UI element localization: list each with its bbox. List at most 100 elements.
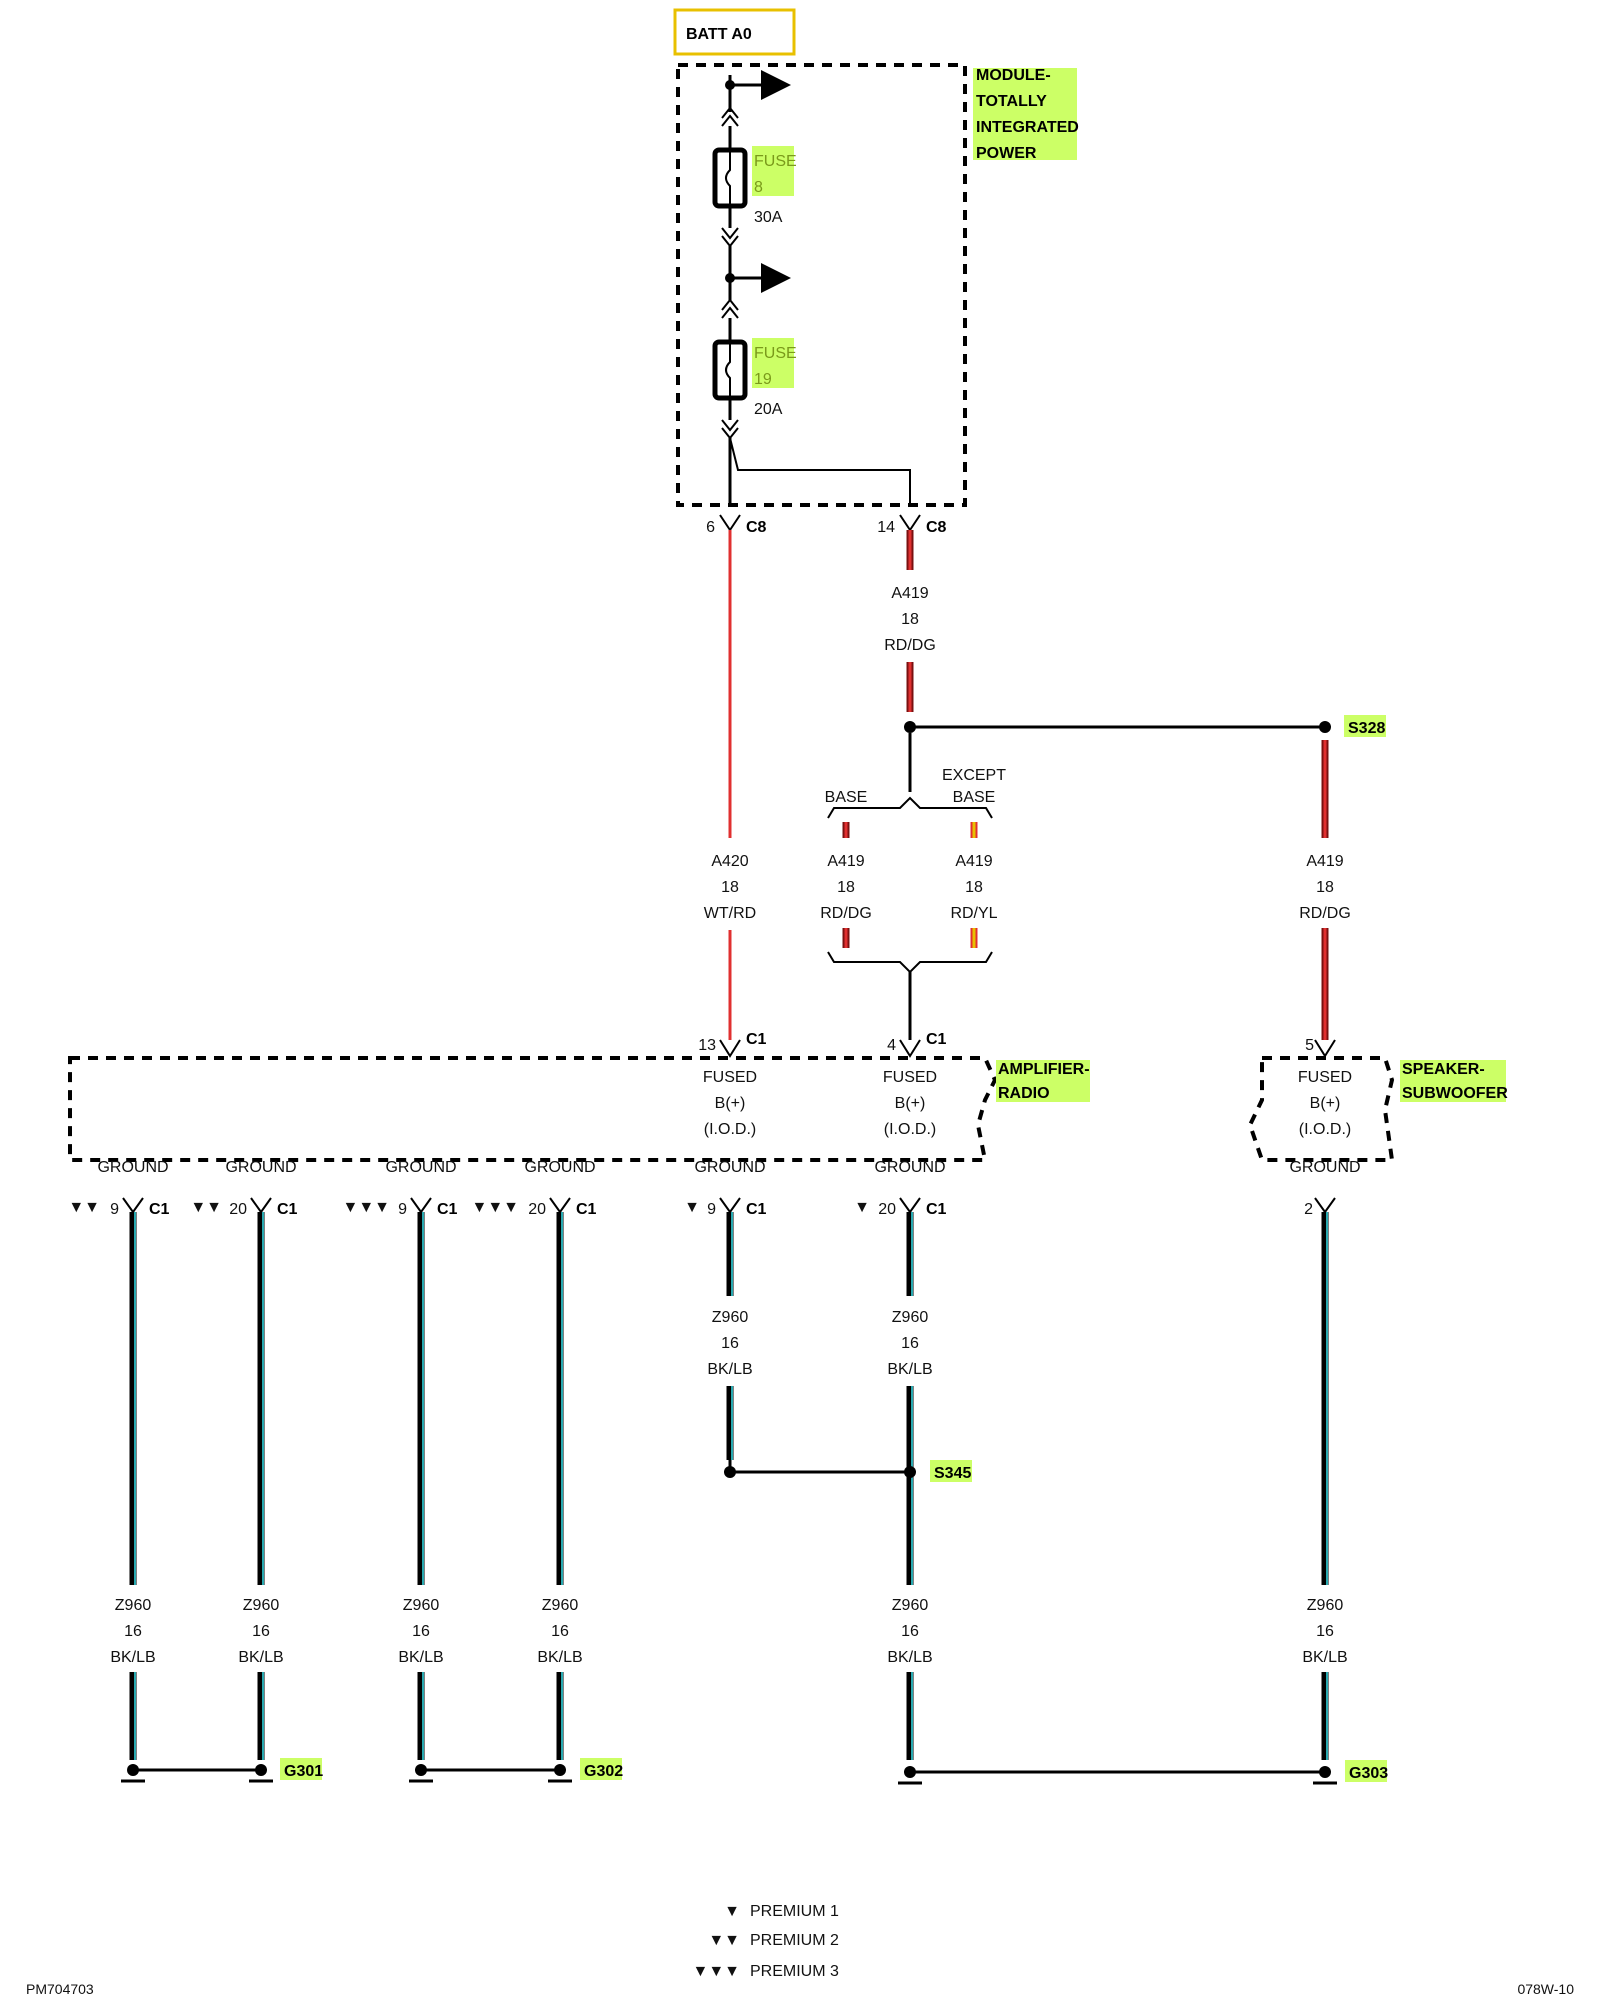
svg-text:16: 16: [1316, 1623, 1334, 1640]
fuse-8-icon: [712, 147, 748, 209]
svg-text:AMPLIFIER-: AMPLIFIER-: [998, 1061, 1090, 1078]
amplifier-radio-label: AMPLIFIER- RADIO: [996, 1060, 1090, 1102]
speaker-ground-label: GROUND: [1289, 1159, 1360, 1176]
fuse-8-label: FUSE 8 30A: [752, 146, 797, 226]
svg-text:8: 8: [754, 179, 763, 196]
ground-wires: [129, 1212, 1329, 1760]
svg-text:▼▼▼: ▼▼▼: [342, 1199, 390, 1216]
svg-text:18: 18: [965, 879, 983, 896]
svg-text:S328: S328: [1348, 720, 1385, 737]
svg-text:9: 9: [398, 1201, 407, 1218]
svg-text:2: 2: [1304, 1201, 1313, 1218]
legend-marks-3: ▼▼▼: [692, 1963, 740, 1980]
ground-icon: [415, 1764, 427, 1776]
svg-text:16: 16: [551, 1623, 569, 1640]
ground-label-1: GROUND: [97, 1159, 168, 1176]
svg-text:9: 9: [110, 1201, 119, 1218]
footer-left-code: PM704703: [26, 1981, 94, 1997]
ground-icon: [255, 1764, 267, 1776]
svg-text:Z960: Z960: [892, 1309, 929, 1326]
option-except-label-1: EXCEPT: [942, 767, 1006, 784]
svg-text:A419: A419: [955, 853, 992, 870]
svg-text:POWER: POWER: [976, 145, 1037, 162]
tipm-internal-circuit: [712, 70, 911, 505]
svg-text:18: 18: [721, 879, 739, 896]
ground-icon: [1319, 1766, 1331, 1778]
speaker-fused-b-plus: FUSED B(+) (I.O.D.) GROUND: [1289, 1069, 1360, 1176]
wire-a419-base: A419 18 RD/DG: [820, 822, 872, 948]
fuse-19-label: FUSE 19 20A: [752, 338, 797, 418]
svg-text:BK/LB: BK/LB: [398, 1649, 443, 1666]
svg-text:16: 16: [252, 1623, 270, 1640]
ground-pin-2: 20 ▼▼ C1: [190, 1197, 298, 1218]
wire-a419-except-base: A419 18 RD/YL: [950, 822, 998, 948]
speaker-connector-pin-5: 5: [1305, 1037, 1336, 1058]
svg-text:C8: C8: [926, 519, 947, 536]
ground-icon: [127, 1764, 139, 1776]
svg-text:A419: A419: [1306, 853, 1343, 870]
wire-a419-top: A419 18 RD/DG: [884, 530, 936, 712]
svg-text:▼: ▼: [854, 1199, 870, 1216]
option-except-label-2: BASE: [953, 789, 996, 806]
legend-label-3: PREMIUM 3: [750, 1963, 839, 1980]
svg-text:Z960: Z960: [1307, 1597, 1344, 1614]
svg-text:Z960: Z960: [712, 1309, 749, 1326]
title-text: BATT A0: [686, 26, 752, 43]
speaker-ground-pin-2: 2: [1304, 1197, 1336, 1218]
svg-text:Z960: Z960: [892, 1597, 929, 1614]
svg-text:16: 16: [901, 1335, 919, 1352]
svg-text:BK/LB: BK/LB: [1302, 1649, 1347, 1666]
svg-text:20: 20: [878, 1201, 896, 1218]
legend-label-2: PREMIUM 2: [750, 1932, 839, 1949]
svg-text:G302: G302: [584, 1763, 623, 1780]
wire-z960-3: [417, 1212, 425, 1760]
svg-text:WT/RD: WT/RD: [704, 905, 756, 922]
legend-marks-1: ▼: [724, 1903, 740, 1920]
wire-label-z960-4: Z960 16 BK/LB: [537, 1597, 582, 1666]
svg-text:C1: C1: [437, 1201, 458, 1218]
svg-text:FUSED: FUSED: [883, 1069, 937, 1086]
svg-text:SUBWOOFER: SUBWOOFER: [1402, 1085, 1508, 1102]
svg-text:G303: G303: [1349, 1765, 1388, 1782]
svg-text:18: 18: [901, 611, 919, 628]
wire-z960-6: [906, 1212, 914, 1760]
wire-label-z960-s345: Z960 16 BK/LB: [887, 1597, 932, 1666]
svg-text:C1: C1: [746, 1201, 767, 1218]
svg-text:(I.O.D.): (I.O.D.): [704, 1121, 756, 1138]
svg-text:4: 4: [887, 1037, 896, 1054]
wire-label-z960-5: Z960 16 BK/LB: [707, 1309, 752, 1378]
ground-label-3: GROUND: [385, 1159, 456, 1176]
wire-label-z960-1: Z960 16 BK/LB: [110, 1597, 155, 1666]
amplifier-radio-outline: [68, 1056, 998, 1162]
splice-s328: S328: [904, 715, 1386, 737]
option-brace-bottom: [827, 951, 993, 1040]
svg-text:18: 18: [1316, 879, 1334, 896]
svg-text:BK/LB: BK/LB: [887, 1649, 932, 1666]
svg-text:RD/DG: RD/DG: [884, 637, 936, 654]
svg-text:(I.O.D.): (I.O.D.): [1299, 1121, 1351, 1138]
svg-text:C1: C1: [746, 1031, 767, 1048]
ground-icon: [904, 1766, 916, 1778]
speaker-subwoofer-label: SPEAKER- SUBWOOFER: [1400, 1060, 1508, 1102]
svg-text:INTEGRATED: INTEGRATED: [976, 119, 1079, 136]
ground-label-4: GROUND: [524, 1159, 595, 1176]
c1-connector-pin-13: 13 C1: [698, 1031, 767, 1058]
svg-text:20A: 20A: [754, 401, 783, 418]
svg-text:RD/YL: RD/YL: [950, 905, 997, 922]
svg-text:16: 16: [721, 1335, 739, 1352]
svg-text:BK/LB: BK/LB: [110, 1649, 155, 1666]
svg-text:BK/LB: BK/LB: [707, 1361, 752, 1378]
svg-text:B(+): B(+): [895, 1095, 926, 1112]
svg-text:▼▼: ▼▼: [190, 1199, 222, 1216]
ground-pin-3: 9 ▼▼▼ C1: [342, 1197, 458, 1218]
wire-z960-7: [1321, 1212, 1329, 1760]
svg-text:A419: A419: [891, 585, 928, 602]
svg-text:14: 14: [877, 519, 895, 536]
ground-pin-1: 9 ▼▼ C1: [68, 1197, 170, 1218]
ground-g302: G302: [409, 1758, 623, 1783]
svg-text:FUSE: FUSE: [754, 153, 797, 170]
svg-text:B(+): B(+): [1310, 1095, 1341, 1112]
ground-label-5: GROUND: [694, 1159, 765, 1176]
wire-label-z960-speaker: Z960 16 BK/LB: [1302, 1597, 1347, 1666]
